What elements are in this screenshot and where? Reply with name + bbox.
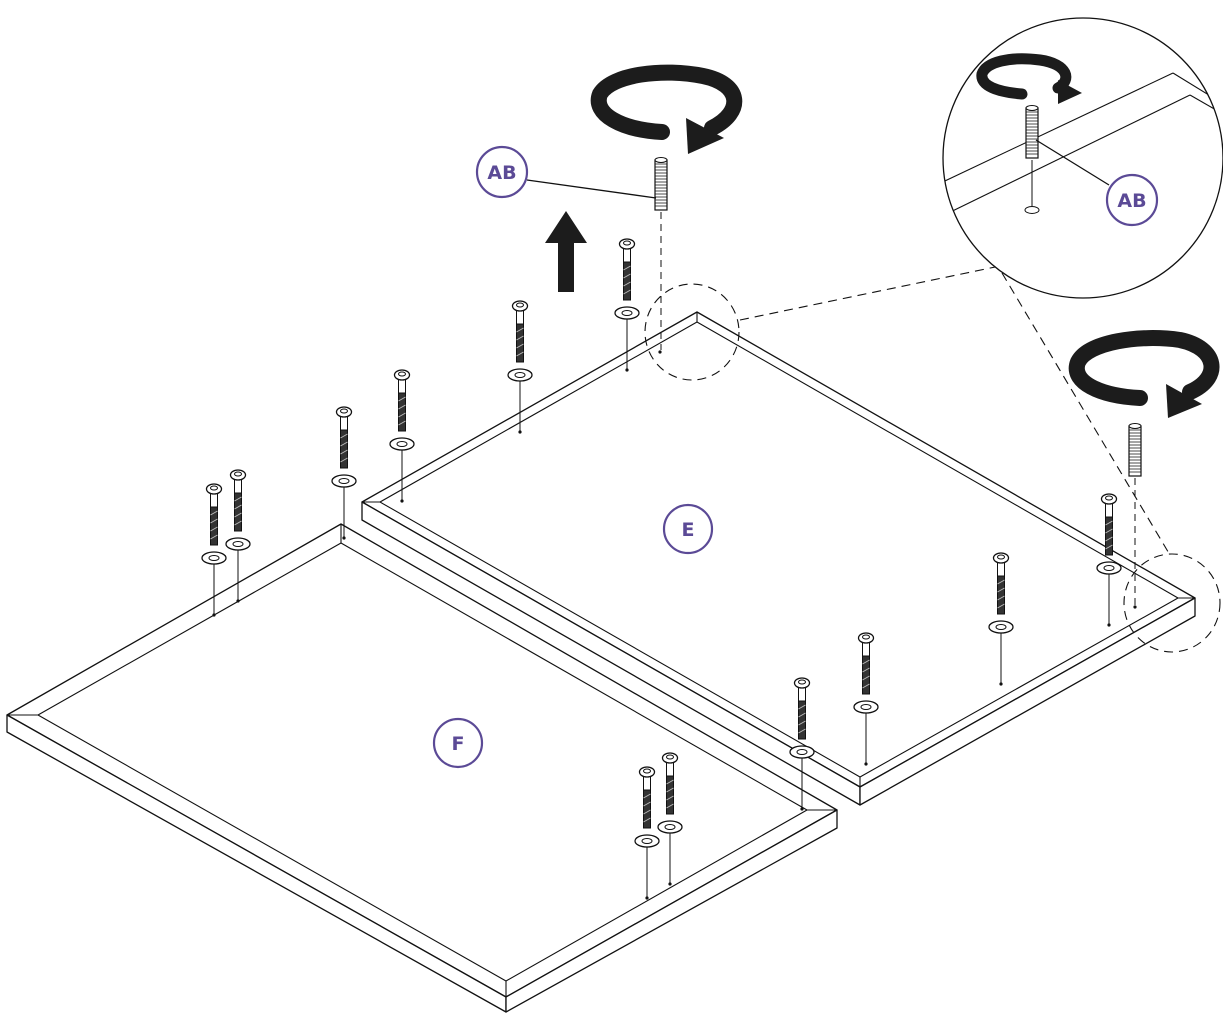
- label-panel-f: F: [432, 717, 484, 769]
- ab-leader-lines: [526, 139, 1110, 199]
- detail-dowel: [1025, 104, 1039, 159]
- right-rotate-arrow-icon: [1068, 330, 1220, 418]
- svg-text:F: F: [452, 733, 465, 755]
- detail-inset: [942, 17, 1223, 299]
- label-panel-e: E: [662, 503, 714, 555]
- dowel-ab-right: [1128, 422, 1142, 609]
- dowel-ab-top: [654, 156, 668, 354]
- bolt-f-3: [331, 406, 357, 541]
- svg-text:AB: AB: [487, 162, 516, 184]
- label-ab-detail: AB: [1105, 173, 1159, 227]
- rotate-arrow-icon: [590, 64, 743, 154]
- svg-text:AB: AB: [1117, 190, 1146, 212]
- detail-rotate-arrow-icon: [976, 53, 1082, 104]
- lift-up-arrow-icon: [545, 211, 587, 292]
- label-ab-main: AB: [475, 145, 529, 199]
- svg-text:E: E: [682, 519, 695, 541]
- detail-callout: [644, 265, 1221, 653]
- panel-e: [361, 311, 1196, 806]
- panel-f: [6, 523, 838, 1013]
